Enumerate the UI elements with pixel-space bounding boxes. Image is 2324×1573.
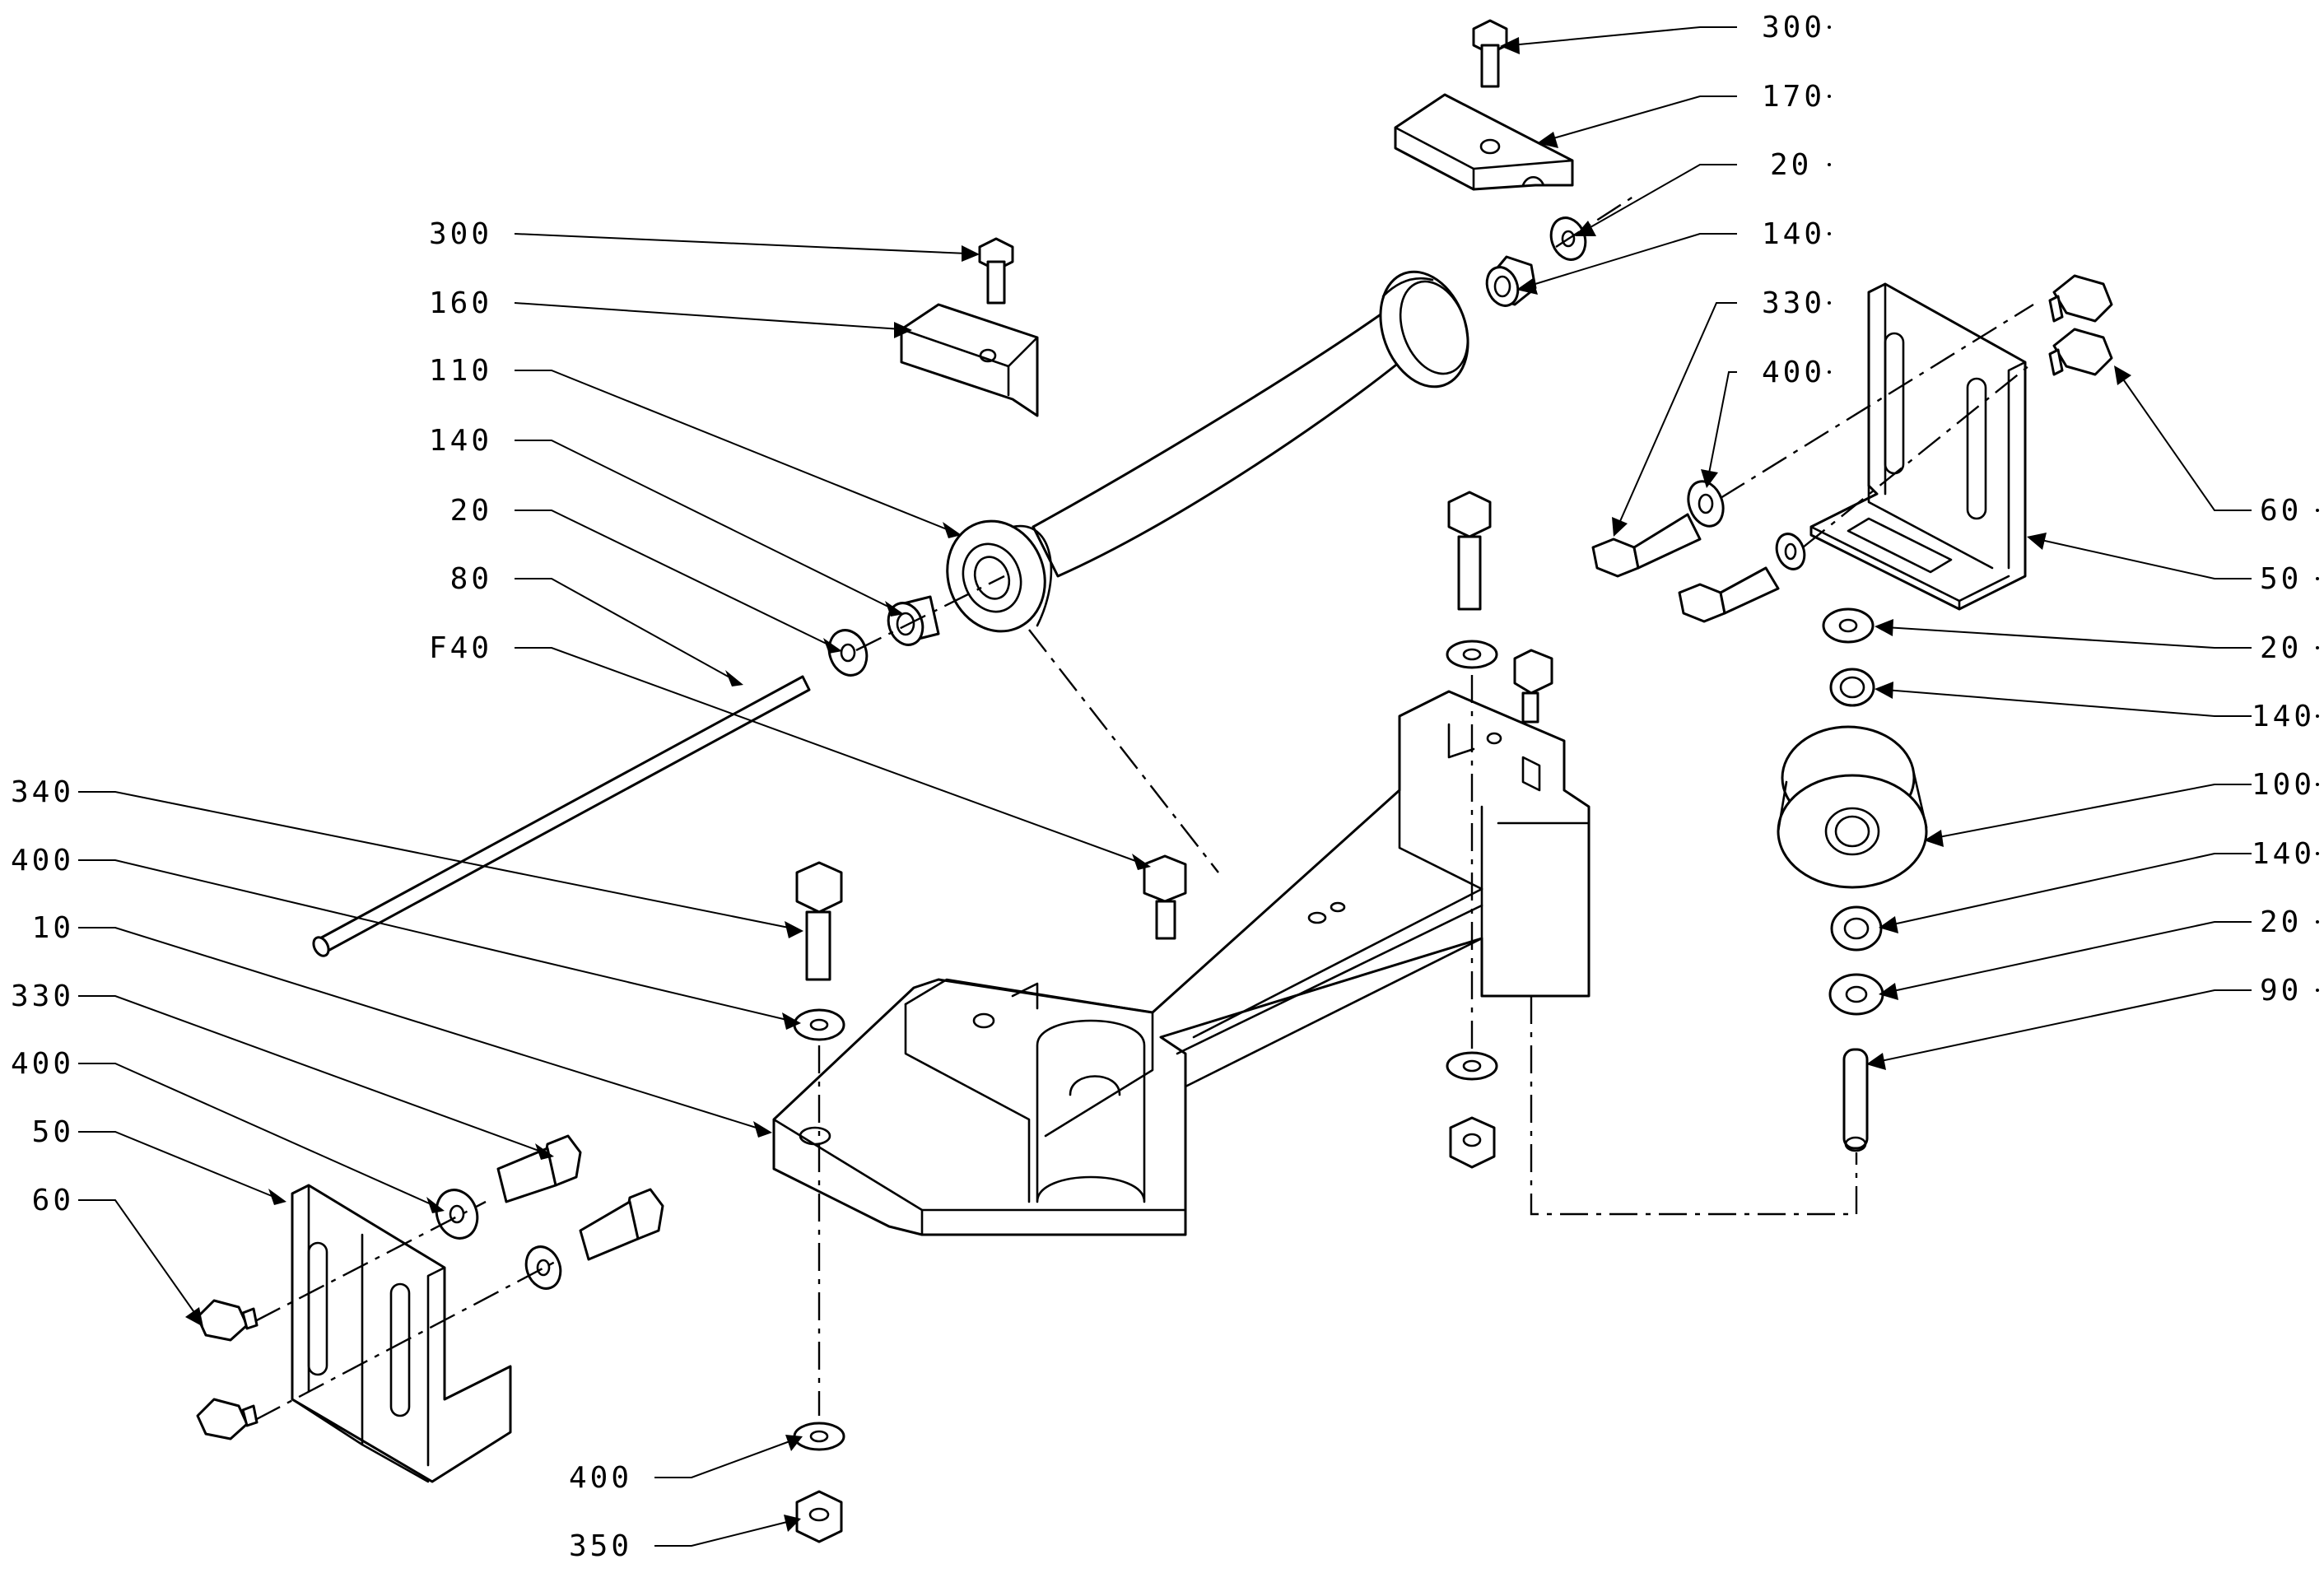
washer-400-center xyxy=(793,1008,845,1041)
cap-nut-60-right-upper xyxy=(2048,274,2113,323)
callout-label: 400 xyxy=(11,1047,74,1081)
bolt-300-left xyxy=(978,237,1014,305)
washer-400-left xyxy=(435,1189,479,1240)
bolt-330-right-lower xyxy=(1678,566,1780,623)
angle-bracket-50-left xyxy=(291,1184,512,1483)
bolt-330-left-upper xyxy=(496,1134,582,1203)
hex-nut-flange-center xyxy=(1513,649,1553,724)
washer-400-left-2 xyxy=(524,1245,562,1290)
hex-bolt-center xyxy=(1447,491,1492,611)
washer-center-top xyxy=(1446,640,1498,669)
callout-label: 400 xyxy=(1762,356,1825,389)
assembly-centerlines xyxy=(254,192,2034,1422)
callout-label: 140 xyxy=(2252,837,2315,871)
callout-label: 60 xyxy=(2260,494,2302,528)
callout-label: 160 xyxy=(429,286,492,320)
clamp-plate-160 xyxy=(900,303,1039,417)
callout-label: 170 xyxy=(1762,80,1825,114)
callout-label: 20 xyxy=(450,494,492,528)
angle-bracket-50-right xyxy=(1809,282,2027,611)
callouts-right: 300 170 20 140 330 400 60 50 20 140 100 … xyxy=(1762,11,2315,1008)
callout-label: F40 xyxy=(429,631,492,665)
callout-label: 60 xyxy=(32,1184,74,1217)
callout-label: 140 xyxy=(2252,700,2315,733)
cap-nut-60-left-upper xyxy=(196,1299,258,1342)
callout-label: 110 xyxy=(429,354,492,388)
clamp-plate-170 xyxy=(1394,93,1574,191)
callout-label: 140 xyxy=(429,424,492,458)
bolt-330-left-lower xyxy=(579,1188,664,1261)
hex-nut-350 xyxy=(795,1490,843,1543)
cap-nut-60-left-lower xyxy=(196,1398,258,1440)
hex-bolt-f40 xyxy=(1143,854,1187,940)
cap-nut-60-right-lower xyxy=(2048,328,2113,376)
callout-label: 330 xyxy=(1762,286,1825,320)
callout-label: 340 xyxy=(11,775,74,809)
washer-400-right-2 xyxy=(1775,533,1806,570)
callout-label: 330 xyxy=(11,980,74,1013)
handle-roller-part xyxy=(946,270,1469,633)
bolt-300-right xyxy=(1472,19,1508,88)
callout-leaders xyxy=(78,26,2252,1547)
hex-bolt-340 xyxy=(795,861,843,981)
bushing-140-right-b xyxy=(1830,905,1883,952)
pin-part xyxy=(312,675,811,957)
callout-label: 50 xyxy=(2260,562,2302,596)
callout-label: 20 xyxy=(2260,905,2302,939)
callout-label: 20 xyxy=(1770,148,1812,182)
guide-roller-100 xyxy=(1777,725,1928,889)
callout-label: 20 xyxy=(2260,631,2302,665)
washer-center-bottom xyxy=(1446,1051,1498,1081)
callout-label: 10 xyxy=(32,911,74,945)
callouts-left: 300 160 110 140 20 80 F40 340 400 10 330… xyxy=(11,217,492,1217)
callouts-bottom: 400 350 xyxy=(569,1461,632,1563)
callout-label: 100 xyxy=(2252,768,2315,802)
washer-20-right-b xyxy=(1828,973,1884,1016)
callout-label: 300 xyxy=(1762,11,1825,44)
callout-label: 50 xyxy=(32,1115,74,1149)
callout-label: 400 xyxy=(11,844,74,877)
callout-label: 140 xyxy=(1762,217,1825,251)
label-tick-dots xyxy=(1828,26,2319,992)
callout-label: 350 xyxy=(569,1529,632,1563)
axle-pin-90 xyxy=(1842,1048,1869,1152)
hex-nut-center xyxy=(1449,1116,1496,1169)
base-frame-part xyxy=(772,690,1590,1236)
callout-label: 90 xyxy=(2260,974,2302,1008)
callout-label: 300 xyxy=(429,217,492,251)
bushing-140-right-a xyxy=(1829,668,1875,707)
bolt-330-right-upper xyxy=(1591,513,1702,578)
callout-label: 80 xyxy=(450,562,492,596)
callout-label: 400 xyxy=(569,1461,632,1495)
washer-20-right-a xyxy=(1822,607,1875,644)
